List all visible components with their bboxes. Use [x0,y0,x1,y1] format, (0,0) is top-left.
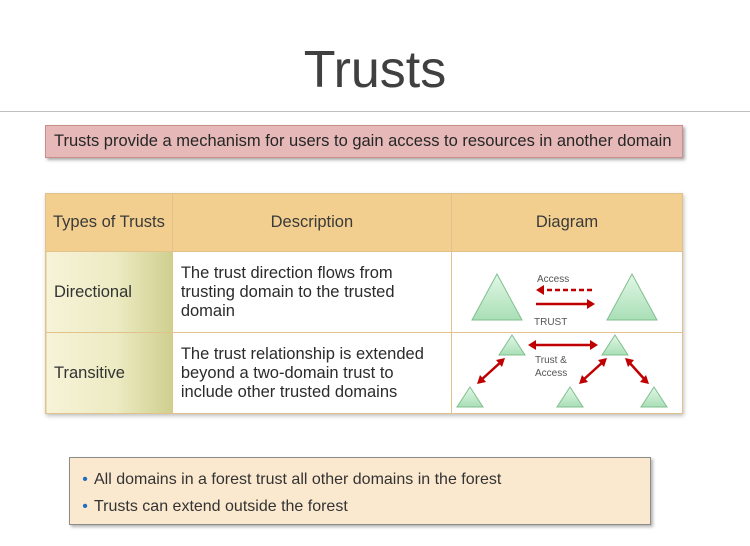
table-header-row: Types of Trusts Description Diagram [45,193,684,252]
access-label: Access [537,274,569,285]
arrowhead-icon [589,340,598,350]
bullet-icon: • [82,471,88,488]
header-diagram: Diagram [450,193,684,252]
domain-triangle-icon [606,272,658,321]
list-item: • All domains in a forest trust all other… [76,466,650,493]
domain-triangle-icon [471,272,523,321]
description-directional: The trust direction flows from trusting … [171,251,452,333]
trust-arrow-icon [627,360,647,382]
domain-triangle-icon [640,386,668,408]
title-divider [0,111,750,112]
arrowhead-icon [578,375,588,384]
arrowhead-icon [495,358,505,367]
trust-types-table: Types of Trusts Description Diagram Dire… [45,193,684,414]
trust-access-label-line1: Trust & [535,355,567,366]
bullet-text: Trusts can extend outside the forest [94,498,348,515]
trust-label: TRUST [534,317,567,328]
domain-triangle-icon [456,386,484,408]
domain-triangle-icon [498,334,526,356]
domain-triangle-icon [601,334,629,356]
bullet-text: All domains in a forest trust all other … [94,471,502,488]
access-arrowhead-icon [535,285,544,295]
diagram-directional: Access TRUST [450,251,684,333]
arrowhead-icon [527,340,536,350]
header-types-of-trusts: Types of Trusts [45,193,173,252]
arrowhead-icon [624,358,634,367]
header-description: Description [171,193,452,252]
table-row: Transitive The trust relationship is ext… [45,332,684,414]
trust-type-directional: Directional [45,251,173,333]
trust-arrow-icon [479,360,503,382]
description-transitive: The trust relationship is extended beyon… [171,332,452,414]
trust-arrowhead-icon [586,299,595,309]
bullet-icon: • [82,498,88,515]
arrowhead-icon [476,375,486,384]
trust-type-transitive: Transitive [45,332,173,414]
list-item: • Trusts can extend outside the forest [76,493,650,520]
slide-title: Trusts [303,41,447,99]
arrowhead-icon [639,375,649,384]
table-row: Directional The trust direction flows fr… [45,251,684,333]
trust-access-label-line2: Access [535,368,567,379]
summary-bullet-box: • All domains in a forest trust all other… [69,457,651,525]
trust-arrow-icon [581,360,605,382]
diagram-transitive: Trust & Access [450,332,684,414]
arrowhead-icon [597,358,607,367]
domain-triangle-icon [556,386,584,408]
callout-box: Trusts provide a mechanism for users to … [45,125,683,158]
